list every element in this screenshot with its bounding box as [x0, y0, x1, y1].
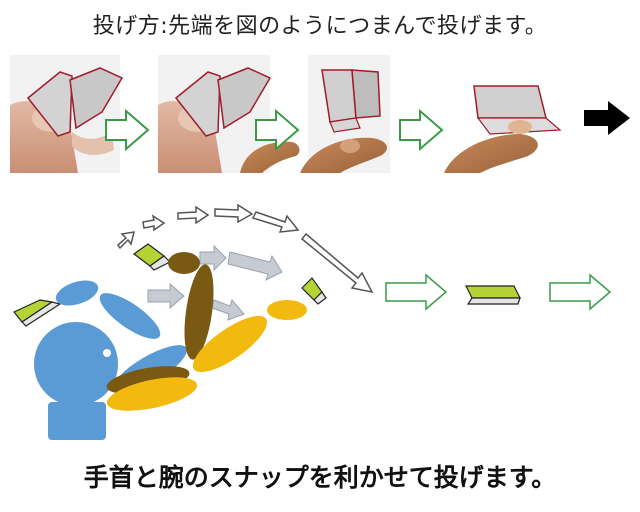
- step-4-photo: [444, 60, 562, 173]
- paper-plane-pinched: [473, 85, 547, 119]
- arrow-right-icon: [399, 108, 444, 152]
- flying-plane-icon: [465, 285, 521, 305]
- trajectory-arrows: [117, 203, 374, 294]
- thumb-icon: [240, 141, 300, 173]
- motion-arrows: [147, 244, 283, 321]
- step-1-photo: [10, 55, 124, 173]
- arrow-right-icon: [105, 108, 150, 152]
- instruction-title: 投げ方:先端を図のようにつまんで投げます。: [92, 14, 548, 39]
- plane-icon: [13, 299, 62, 327]
- thrower-figure: [34, 252, 307, 440]
- head: [34, 322, 118, 406]
- body: [48, 402, 106, 440]
- arm-upper: [184, 264, 214, 360]
- arrow-right-icon: [255, 108, 300, 152]
- plane-icon: [132, 243, 172, 271]
- step-3-photo: [300, 55, 390, 173]
- plane-icon: [301, 277, 327, 305]
- instruction-caption: 手首と腕のスナップを利かせて投げます。: [83, 463, 557, 492]
- black-arrow-right-icon: [584, 101, 630, 135]
- eye: [103, 349, 111, 357]
- step-2-photo: [158, 55, 300, 173]
- arrow-right-icon: [385, 273, 448, 311]
- paper-plane-pinched: [26, 71, 73, 137]
- arrow-right-icon: [549, 273, 612, 311]
